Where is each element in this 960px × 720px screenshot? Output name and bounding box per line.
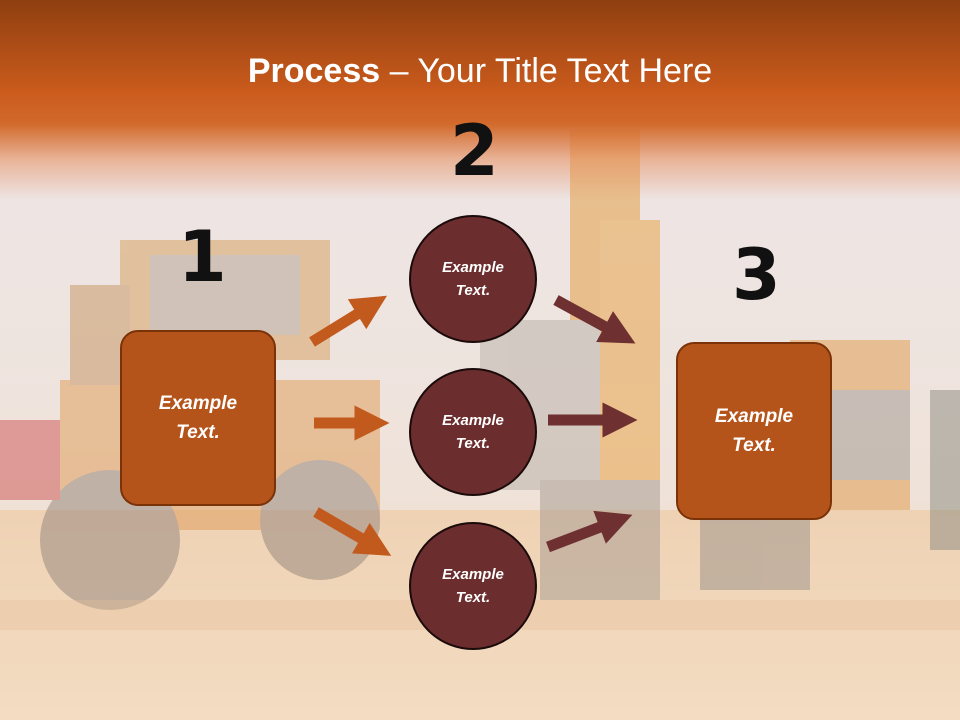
step-number-3: 3 bbox=[732, 234, 781, 316]
step-1-text-line2: Text. bbox=[176, 422, 220, 443]
arrow-1-to-top bbox=[309, 295, 387, 347]
step-1-text-line1: Example bbox=[158, 393, 238, 414]
circle-middle-line2: Text. bbox=[455, 435, 491, 452]
title-rest: – Your Title Text Here bbox=[380, 52, 713, 90]
title-bold: Process bbox=[247, 52, 381, 90]
arrow-bottom-to-3 bbox=[546, 510, 633, 553]
circle-bottom-line2: Text. bbox=[455, 589, 491, 606]
step-number-2: 2 bbox=[450, 110, 499, 192]
circle-middle-line1: Example bbox=[442, 412, 504, 429]
step-number-1: 1 bbox=[178, 216, 227, 298]
step-3-text-line2: Text. bbox=[732, 435, 776, 456]
step-3-text-line1: Example bbox=[714, 406, 794, 427]
circle-bottom-line1: Example bbox=[442, 566, 504, 583]
slide-title: Process – Your Title Text Here bbox=[0, 52, 960, 91]
arrow-top-to-3 bbox=[553, 295, 636, 344]
arrow-1-to-bottom bbox=[313, 507, 392, 556]
circle-top-line1: Example bbox=[442, 259, 504, 276]
circle-top-line2: Text. bbox=[455, 282, 491, 299]
title-band bbox=[0, 0, 960, 200]
